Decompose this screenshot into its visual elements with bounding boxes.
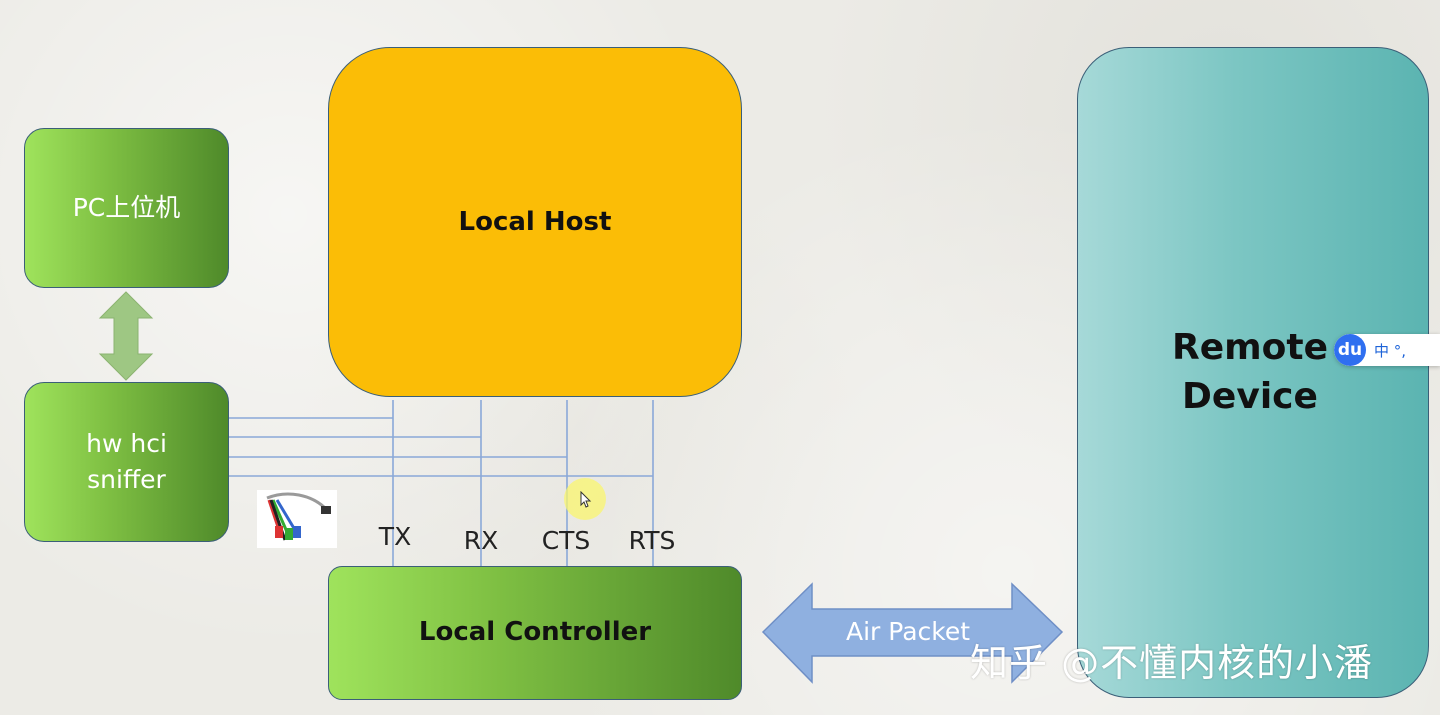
pc-host-box: PC上位机 — [24, 128, 229, 288]
probe-cable-image — [257, 490, 337, 548]
hci-sniffer-box: hw hci sniffer — [24, 382, 229, 542]
ime-mode-text[interactable]: 中 °, — [1374, 341, 1407, 360]
watermark-text: 知乎 @不懂内核的小潘 — [970, 641, 1374, 685]
remote-device-label: Remote Device — [1171, 326, 1328, 417]
rts-label: RTS — [628, 526, 676, 555]
cts-label: CTS — [541, 526, 591, 555]
mouse-cursor-icon — [580, 491, 592, 508]
local-controller-label: Local Controller — [418, 617, 652, 648]
local-host-label: Local Host — [458, 207, 612, 237]
local-host-box: Local Host — [328, 47, 742, 397]
hci-sniffer-label: hw hci sniffer — [86, 428, 167, 494]
air-packet-arrow — [761, 582, 1064, 684]
pc-host-label: PC上位机 — [72, 192, 181, 222]
remote-device-box: Remote Device — [1077, 47, 1429, 698]
baidu-ime-icon[interactable]: du — [1334, 334, 1366, 366]
ime-toolbar[interactable]: du 中 °, — [1334, 334, 1440, 366]
tx-label: TX — [378, 522, 412, 551]
local-controller-box: Local Controller — [328, 566, 742, 700]
pc-sniffer-arrow — [98, 291, 154, 381]
air-packet-label: Air Packet — [846, 617, 971, 646]
rx-label: RX — [463, 526, 499, 555]
